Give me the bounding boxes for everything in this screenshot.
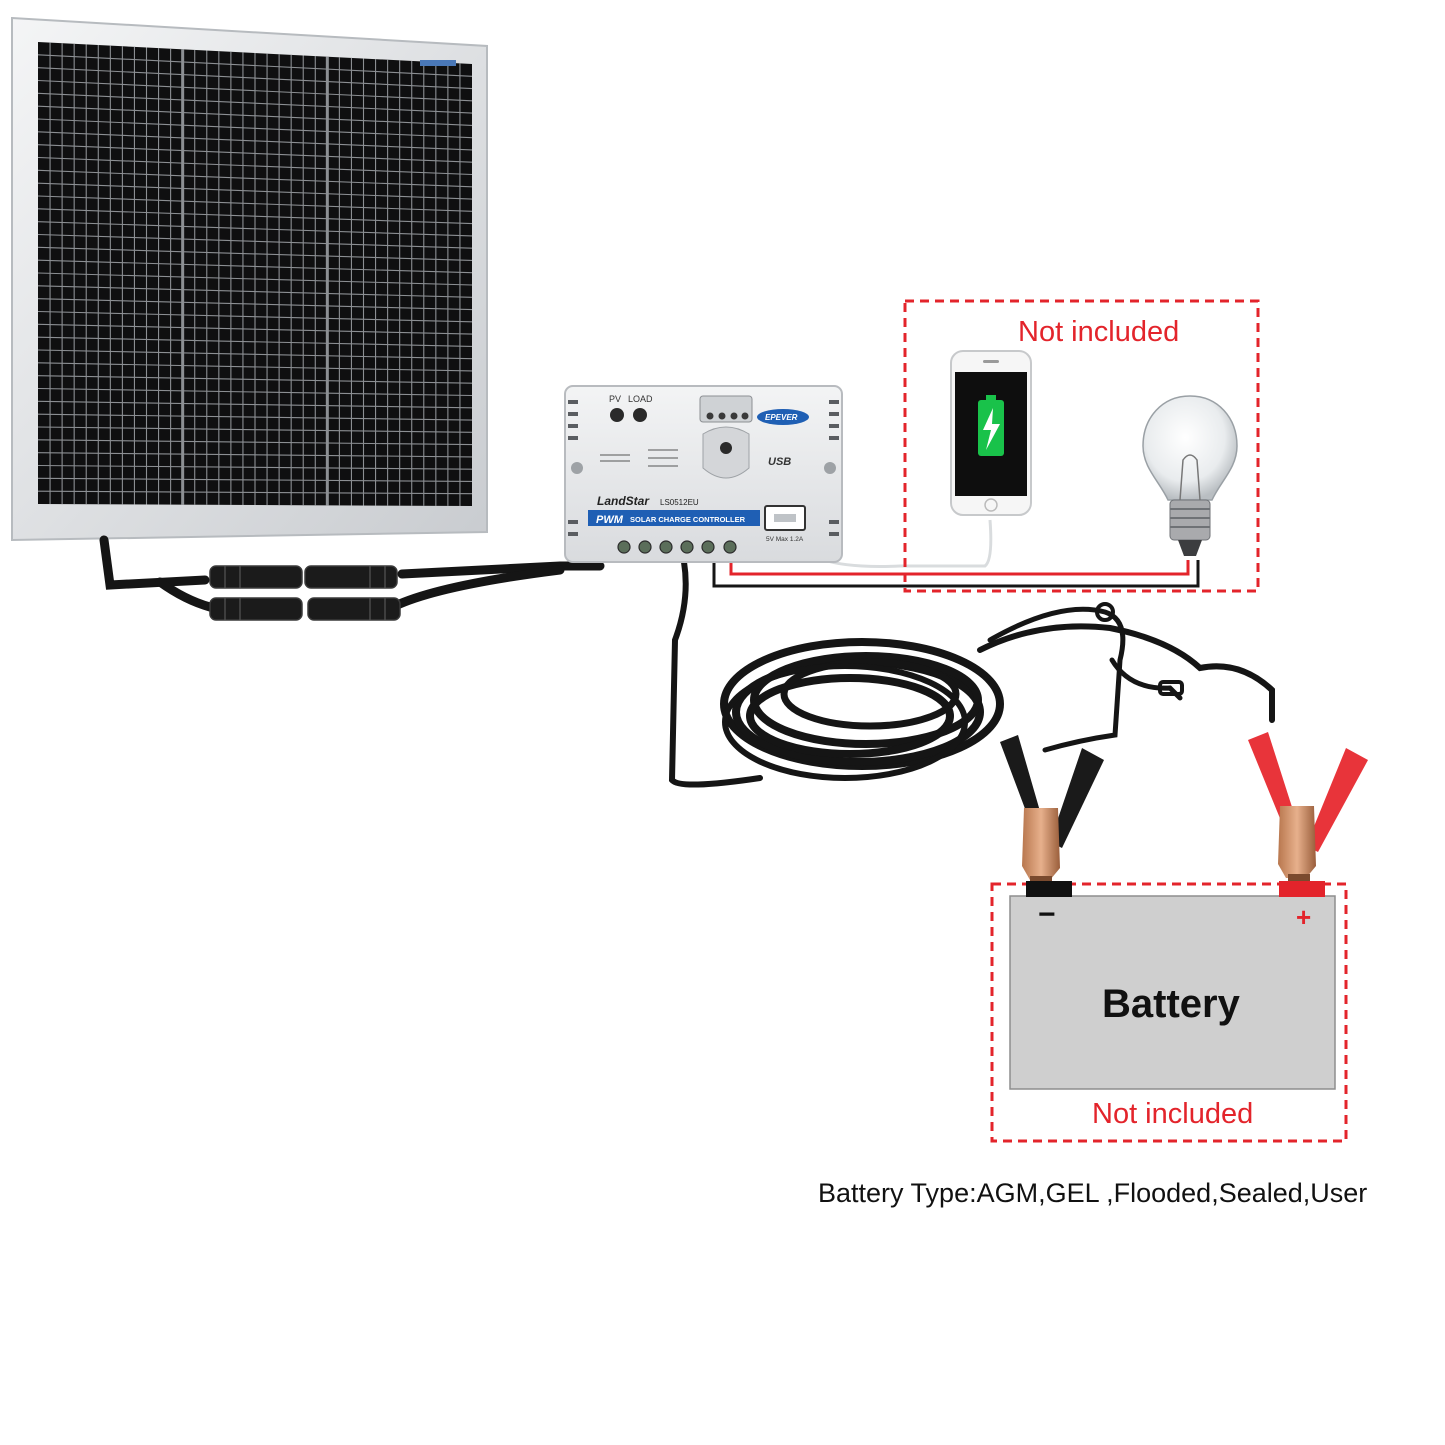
solar-panel-icon xyxy=(11,16,488,542)
battery-title: Battery xyxy=(1102,982,1240,1026)
charge-controller-icon: PV LOAD EPEVER USB LandStar LS0512EU PWM… xyxy=(564,385,843,563)
controller-band-pwm: PWM xyxy=(596,514,624,526)
not-included-box-battery xyxy=(990,882,1348,1143)
battery-plus-label: + xyxy=(1296,902,1312,932)
battery-positive-terminal xyxy=(1279,881,1325,897)
battery-negative-terminal xyxy=(1026,881,1072,897)
controller-load-label: LOAD xyxy=(628,394,653,404)
controller-model-name: LandStar xyxy=(597,494,650,508)
cable-coil-icon xyxy=(668,559,1275,788)
smartphone-icon xyxy=(950,350,1032,516)
controller-band-text: SOLAR CHARGE CONTROLLER xyxy=(630,515,746,524)
battery-icon xyxy=(1009,881,1336,1090)
not-included-label-bottom: Not included xyxy=(1092,1098,1254,1130)
not-included-box-top xyxy=(903,299,1260,593)
controller-usb-label: USB xyxy=(768,456,791,468)
controller-brand: EPEVER xyxy=(765,413,798,422)
panel-cell-grid xyxy=(37,42,473,506)
controller-pv-label: PV xyxy=(609,394,621,404)
controller-model-code: LS0512EU xyxy=(660,498,699,507)
controller-usb-rating: 5V Max 1.2A xyxy=(766,536,804,543)
battery-type-caption: Battery Type:AGM,GEL ,Flooded,Sealed,Use… xyxy=(818,1178,1368,1208)
battery-clamp-red-icon xyxy=(1248,732,1368,884)
battery-clamp-black-icon xyxy=(1000,735,1104,886)
panel-cable xyxy=(99,535,605,612)
battery-minus-label: − xyxy=(1038,898,1056,931)
not-included-label-top: Not included xyxy=(1018,316,1180,348)
mc4-connector-icon xyxy=(209,565,401,621)
panel-logo-icon xyxy=(420,60,456,66)
light-bulb-icon xyxy=(1142,395,1238,556)
